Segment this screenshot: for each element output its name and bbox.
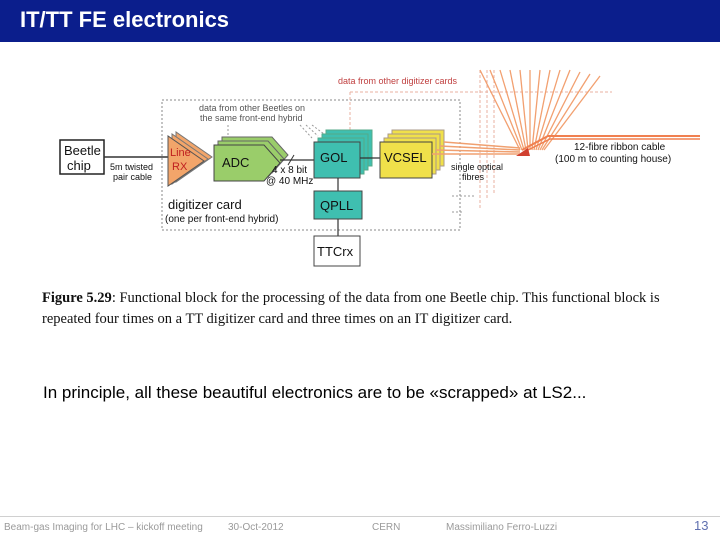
optical-fibres	[432, 141, 521, 155]
footer-date: 30-Oct-2012	[228, 522, 284, 533]
beetle-label-1: Beetle	[64, 143, 101, 158]
line-rx-icon	[167, 131, 213, 187]
twisted-pair-label-1: 5m twisted	[110, 162, 153, 172]
line-rx-label-2: RX	[172, 161, 188, 173]
bits-label-2: @ 40 MHz	[266, 176, 313, 187]
other-beetles-label-2: the same front-end hybrid	[200, 113, 303, 123]
qpll-label: QPLL	[320, 198, 353, 213]
footer-event: Beam-gas Imaging for LHC – kickoff meeti…	[4, 522, 203, 533]
vcsel-label: VCSEL	[384, 150, 427, 165]
ttcrx-label: TTCrx	[317, 244, 354, 259]
gol-label: GOL	[320, 150, 347, 165]
adc-block	[213, 136, 289, 182]
card-label-1: digitizer card	[168, 197, 242, 212]
qpll-block	[313, 190, 363, 220]
figure-caption: Figure 5.29: Functional block for the pr…	[42, 288, 672, 330]
card-label-2: (one per front-end hybrid)	[165, 214, 278, 225]
other-digitizer-lines	[349, 70, 612, 210]
caption-text: : Functional block for the processing of…	[42, 290, 660, 327]
ribbon-fan	[479, 69, 601, 151]
gol-block	[313, 129, 373, 179]
slide-title: IT/TT FE electronics	[20, 7, 230, 32]
block-diagram: Beetle chip 5m twisted pair cable Line R…	[59, 69, 700, 267]
single-optical-label-2: fibres	[462, 172, 485, 182]
bits-label-1: 4 x 8 bit	[272, 165, 307, 176]
ribbon-label-2: (100 m to counting house)	[555, 154, 671, 165]
digitizer-card-boundary	[161, 99, 461, 231]
ribbon-label-1: 12-fibre ribbon cable	[574, 142, 666, 153]
beetle-chip-box	[59, 139, 105, 175]
caption-label: Figure 5.29	[42, 290, 112, 306]
slide-note: In principle, all these beautiful electr…	[43, 383, 587, 402]
adc-label: ADC	[222, 155, 249, 170]
ttcrx-block	[313, 235, 361, 267]
other-beetles-label-1: data from other Beetles on	[199, 103, 305, 113]
footer-org: CERN	[372, 522, 401, 533]
footer-divider	[0, 516, 720, 517]
single-optical-label-1: single optical	[451, 162, 503, 172]
ribbon-cable	[521, 135, 700, 151]
line-rx-label-1: Line	[170, 147, 191, 159]
footer-author: Massimiliano Ferro-Luzzi	[446, 522, 558, 533]
vcsel-block	[379, 129, 445, 179]
twisted-pair-label-2: pair cable	[113, 172, 152, 182]
other-digitizer-label: data from other digitizer cards	[338, 76, 458, 86]
beetle-label-2: chip	[67, 158, 91, 173]
title-bar: IT/TT FE electronics	[0, 0, 720, 42]
page-number: 13	[694, 518, 709, 533]
